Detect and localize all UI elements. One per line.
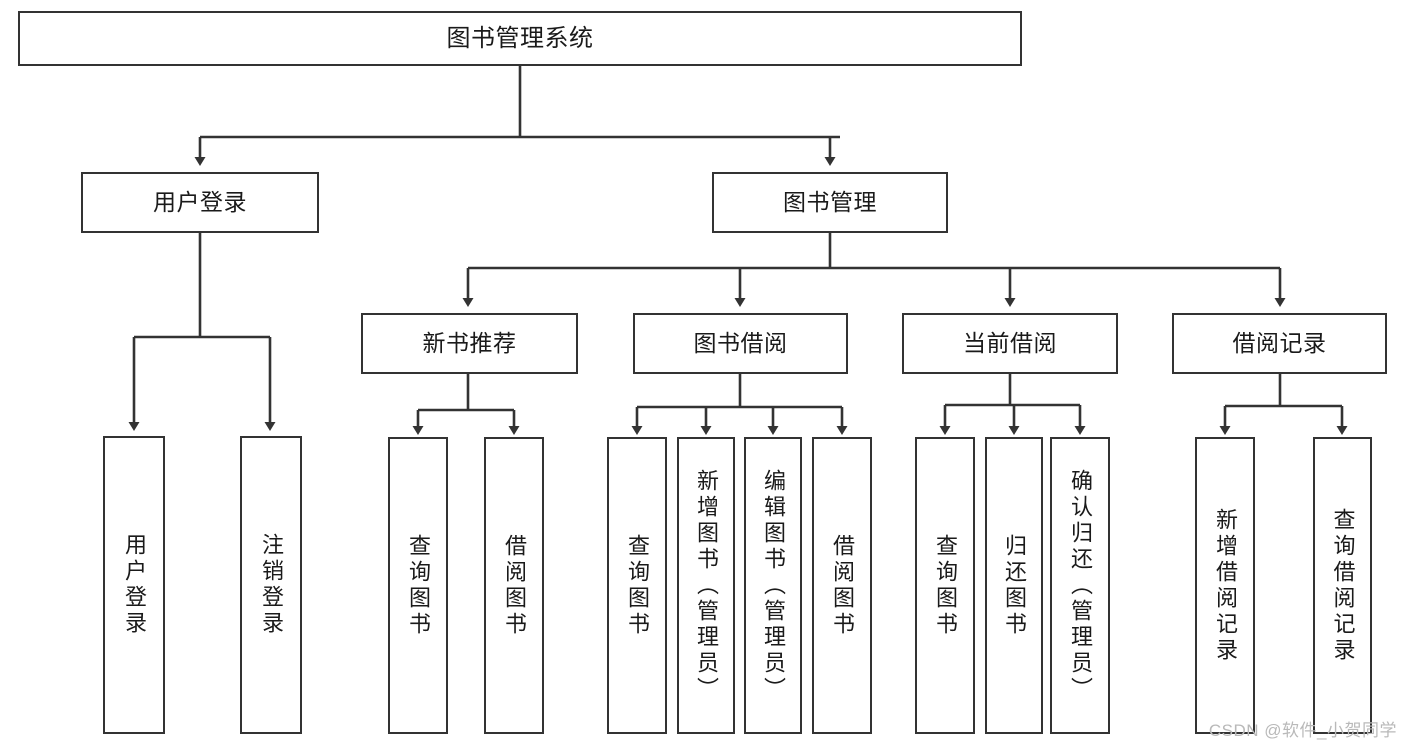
node-new-book-recommend[interactable]: 新书推荐 — [361, 313, 578, 374]
node-leaf-query-borrow-record-label: 查询借阅记录 — [1330, 507, 1356, 664]
watermark-text: CSDN @软件_小贺同学 — [1208, 721, 1397, 740]
node-user-login[interactable]: 用户登录 — [81, 172, 319, 233]
node-current-borrow-label: 当前借阅 — [963, 330, 1057, 357]
node-leaf-edit-book[interactable]: 编辑图书（管理员） — [744, 437, 802, 734]
node-leaf-borrow-book-label: 借阅图书 — [830, 533, 855, 638]
node-leaf-borrow-book-recommend-label: 借阅图书 — [502, 533, 527, 638]
node-book-manage[interactable]: 图书管理 — [712, 172, 948, 233]
node-leaf-add-book[interactable]: 新增图书（管理员） — [677, 437, 735, 734]
node-leaf-confirm-return[interactable]: 确认归还（管理员） — [1050, 437, 1110, 734]
node-leaf-query-book-recommend[interactable]: 查询图书 — [388, 437, 448, 734]
node-leaf-query-book-borrow[interactable]: 查询图书 — [607, 437, 667, 734]
node-book-borrow[interactable]: 图书借阅 — [633, 313, 848, 374]
node-leaf-add-book-label: 新增图书（管理员） — [694, 468, 719, 703]
node-leaf-borrow-book-recommend[interactable]: 借阅图书 — [484, 437, 544, 734]
node-book-manage-label: 图书管理 — [783, 189, 877, 216]
node-leaf-user-login[interactable]: 用户登录 — [103, 436, 165, 734]
node-leaf-confirm-return-label: 确认归还（管理员） — [1068, 468, 1093, 703]
node-leaf-add-borrow-record[interactable]: 新增借阅记录 — [1195, 437, 1255, 734]
node-root-label: 图书管理系统 — [446, 24, 594, 52]
node-leaf-query-book-current-label: 查询图书 — [933, 533, 958, 638]
node-leaf-borrow-book[interactable]: 借阅图书 — [812, 437, 872, 734]
node-borrow-record-label: 借阅记录 — [1232, 330, 1327, 357]
node-leaf-add-borrow-record-label: 新增借阅记录 — [1213, 507, 1238, 664]
node-current-borrow[interactable]: 当前借阅 — [902, 313, 1118, 374]
node-leaf-user-login-label: 用户登录 — [122, 533, 147, 637]
node-leaf-return-book[interactable]: 归还图书 — [985, 437, 1043, 734]
node-book-borrow-label: 图书借阅 — [693, 330, 788, 357]
node-borrow-record[interactable]: 借阅记录 — [1172, 313, 1387, 374]
node-leaf-return-book-label: 归还图书 — [1002, 533, 1027, 638]
node-leaf-logout[interactable]: 注销登录 — [240, 436, 302, 734]
node-leaf-query-book-recommend-label: 查询图书 — [406, 533, 431, 638]
node-leaf-edit-book-label: 编辑图书（管理员） — [761, 468, 786, 703]
node-leaf-logout-label: 注销登录 — [259, 533, 284, 637]
node-leaf-query-book-current[interactable]: 查询图书 — [915, 437, 975, 734]
node-leaf-query-borrow-record[interactable]: 查询借阅记录 — [1313, 437, 1372, 734]
node-leaf-query-book-borrow-label: 查询图书 — [625, 533, 650, 638]
node-user-login-label: 用户登录 — [153, 189, 247, 216]
node-new-book-recommend-label: 新书推荐 — [422, 330, 517, 357]
node-root-book-management-system[interactable]: 图书管理系统 — [18, 11, 1022, 66]
